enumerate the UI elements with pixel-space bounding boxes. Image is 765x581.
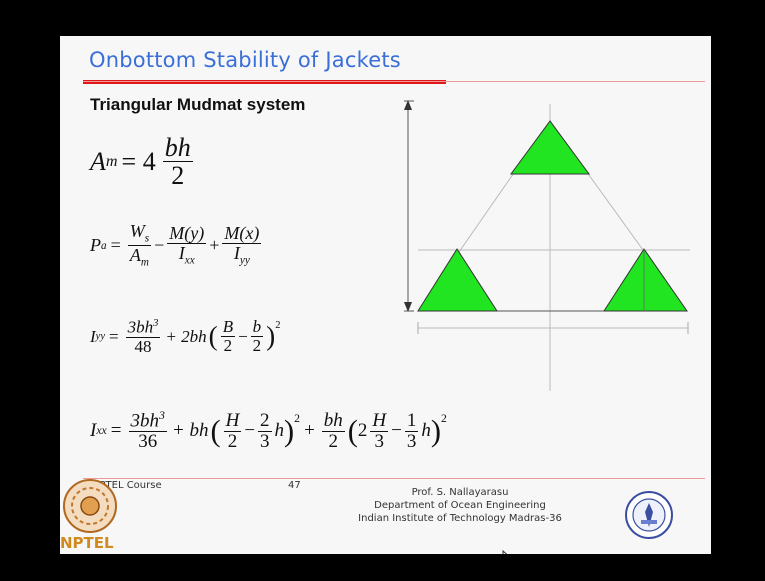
- title-underline-bar: [83, 80, 446, 84]
- author-name: Prof. S. Nallayarasu: [411, 487, 509, 498]
- slide: Onbottom Stability of Jackets Triangular…: [60, 36, 711, 554]
- mouse-pointer-icon: [502, 550, 508, 554]
- fraction-bh-over-2: bh 2: [162, 133, 193, 191]
- mudmat-bottom-right: [603, 248, 688, 312]
- page-number: 47: [288, 480, 301, 491]
- height-arrow-bottom: [404, 302, 412, 312]
- slide-title: Onbottom Stability of Jackets: [89, 48, 401, 72]
- height-arrow-top: [404, 100, 412, 110]
- nptel-logo-icon: NPTEL: [60, 479, 117, 552]
- svg-text:NPTEL: NPTEL: [60, 534, 114, 552]
- title-rule: [83, 81, 705, 82]
- department-name: Department of Ocean Engineering: [374, 500, 546, 511]
- mudmat-bottom-left: [417, 248, 498, 312]
- institute-name: Indian Institute of Technology Madras-36: [358, 513, 562, 524]
- iit-madras-seal-icon: [625, 491, 673, 539]
- section-subtitle: Triangular Mudmat system: [90, 95, 306, 114]
- footer-rule: [83, 478, 705, 479]
- affiliation: Prof. S. Nallayarasu Department of Ocean…: [355, 486, 565, 525]
- mudmat-diagram: [404, 100, 690, 391]
- course-label: NPTEL Course: [92, 480, 162, 491]
- mudmat-top: [510, 120, 590, 175]
- slide-footer: NPTEL Course 47 Prof. S. Nallayarasu Dep…: [60, 478, 711, 554]
